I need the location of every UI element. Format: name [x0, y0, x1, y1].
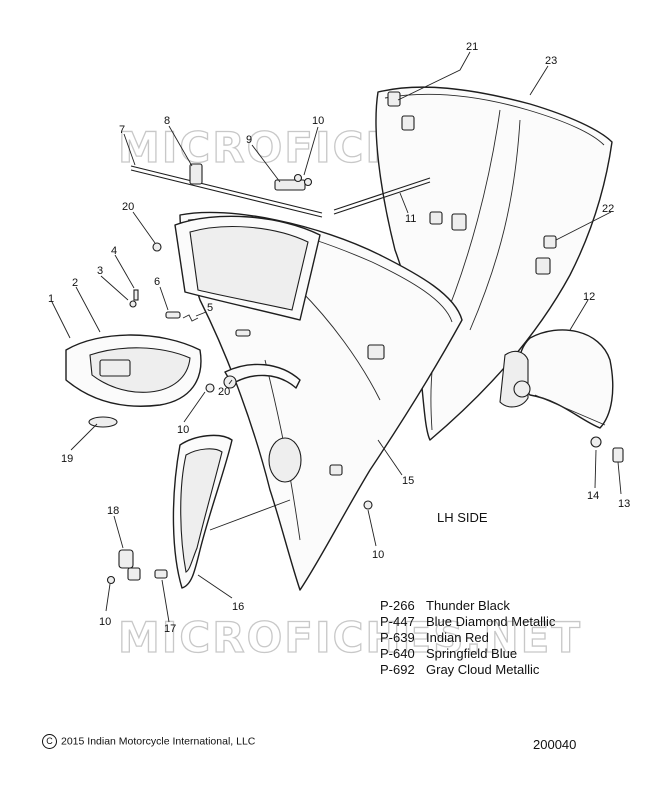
- callout-10d: 10: [99, 616, 111, 628]
- callout-2: 2: [72, 277, 78, 289]
- callout-20: 20: [218, 386, 230, 398]
- callout-1: 1: [48, 293, 54, 305]
- legend-color-name: Indian Red: [426, 630, 489, 645]
- part-22-clip-top: [387, 91, 401, 107]
- callout-10c: 10: [372, 549, 384, 561]
- legend-code: P-692: [380, 662, 415, 677]
- legend-row: P-640 Springfield Blue: [380, 646, 555, 662]
- part-18-grommet: [118, 549, 134, 569]
- callout-11: 11: [405, 213, 416, 225]
- watermark-bottom: MICROFICHES.NET: [118, 613, 582, 662]
- callout-9: 9: [246, 134, 252, 146]
- callout-15: 15: [402, 475, 414, 487]
- part-6-fastener: [165, 311, 181, 319]
- part-9-bracket: [274, 179, 306, 191]
- part-2-insert: [99, 359, 131, 377]
- part-10-screw-top-a: [293, 173, 303, 183]
- callout-4: 4: [111, 245, 117, 257]
- legend-row: P-266 Thunder Black: [380, 598, 555, 614]
- callout-14: 14: [587, 490, 599, 502]
- part-21-screw: [152, 242, 162, 252]
- part-13-screw: [612, 447, 624, 463]
- copyright-text: 2015 Indian Motorcycle International, LL…: [61, 735, 256, 748]
- part-10-screw-top-b: [303, 177, 313, 187]
- part-14-washer: [590, 436, 602, 448]
- leader-lines: [51, 51, 622, 623]
- callout-18: 18: [107, 505, 119, 517]
- callout-7: 7: [119, 124, 125, 136]
- part-1-cover: [65, 334, 202, 407]
- callout-16: 16: [232, 601, 244, 613]
- callout-3: 3: [97, 265, 103, 277]
- legend-row: P-447 Blue Diamond Metallic: [380, 614, 555, 630]
- callout-10a: 10: [312, 115, 324, 127]
- part-3-nut: [129, 300, 137, 308]
- part-22-clip-right: [535, 257, 551, 275]
- legend-code: P-639: [380, 630, 415, 645]
- legend-row: P-692 Gray Cloud Metallic: [380, 662, 555, 678]
- paint-code-legend: P-266 Thunder Black P-447 Blue Diamond Met…: [380, 598, 555, 678]
- part-4-stud: [133, 289, 139, 301]
- part-5-spring: [182, 314, 199, 322]
- callout-labels: 21 23 7 8 9 10 11 22 12 20 4 3 2 1 6 5 1…: [48, 41, 630, 635]
- callout-6: 6: [154, 276, 160, 288]
- part-10-screw-center: [363, 500, 373, 510]
- callout-19: 19: [61, 453, 73, 465]
- part-19-seal: [88, 416, 118, 428]
- callout-8: 8: [164, 115, 170, 127]
- legend-row: P-639 Indian Red: [380, 630, 555, 646]
- side-label: LH SIDE: [437, 510, 488, 525]
- part-20-bracket: [224, 363, 301, 389]
- part-17-fastener: [154, 569, 168, 579]
- part-16-panel: [172, 434, 233, 589]
- part-8-bracket: [189, 163, 203, 185]
- legend-color-name: Blue Diamond Metallic: [426, 614, 556, 629]
- part-11-trim-strip: [333, 177, 431, 211]
- part-12-mirror: [499, 329, 614, 429]
- copyright-icon: C: [42, 734, 57, 749]
- legend-color-name: Gray Cloud Metallic: [426, 662, 540, 677]
- legend-color-name: Springfield Blue: [426, 646, 518, 661]
- gauge-pod: [174, 215, 321, 321]
- legend-code: P-640: [380, 646, 415, 661]
- part-10-screw-bottom: [106, 575, 116, 585]
- callout-10b: 10: [177, 424, 189, 436]
- part-7-trim-strip: [130, 165, 323, 214]
- callout-13: 13: [618, 498, 630, 510]
- callout-21: 20: [122, 201, 134, 213]
- drawing-number: 200040: [533, 737, 577, 752]
- part-10-screw-left: [205, 383, 215, 393]
- copyright-notice: C 2015 Indian Motorcycle International, L…: [42, 734, 255, 749]
- callout-12: 12: [583, 291, 595, 303]
- legend-code: P-266: [380, 598, 415, 613]
- callout-23: 23: [545, 55, 557, 67]
- callout-5: 5: [207, 302, 213, 314]
- legend-code: P-447: [380, 614, 415, 629]
- callout-17: 17: [164, 623, 176, 635]
- legend-color-name: Thunder Black: [426, 598, 510, 613]
- callout-22b: 22: [602, 203, 614, 215]
- callout-22a: 21: [466, 41, 478, 53]
